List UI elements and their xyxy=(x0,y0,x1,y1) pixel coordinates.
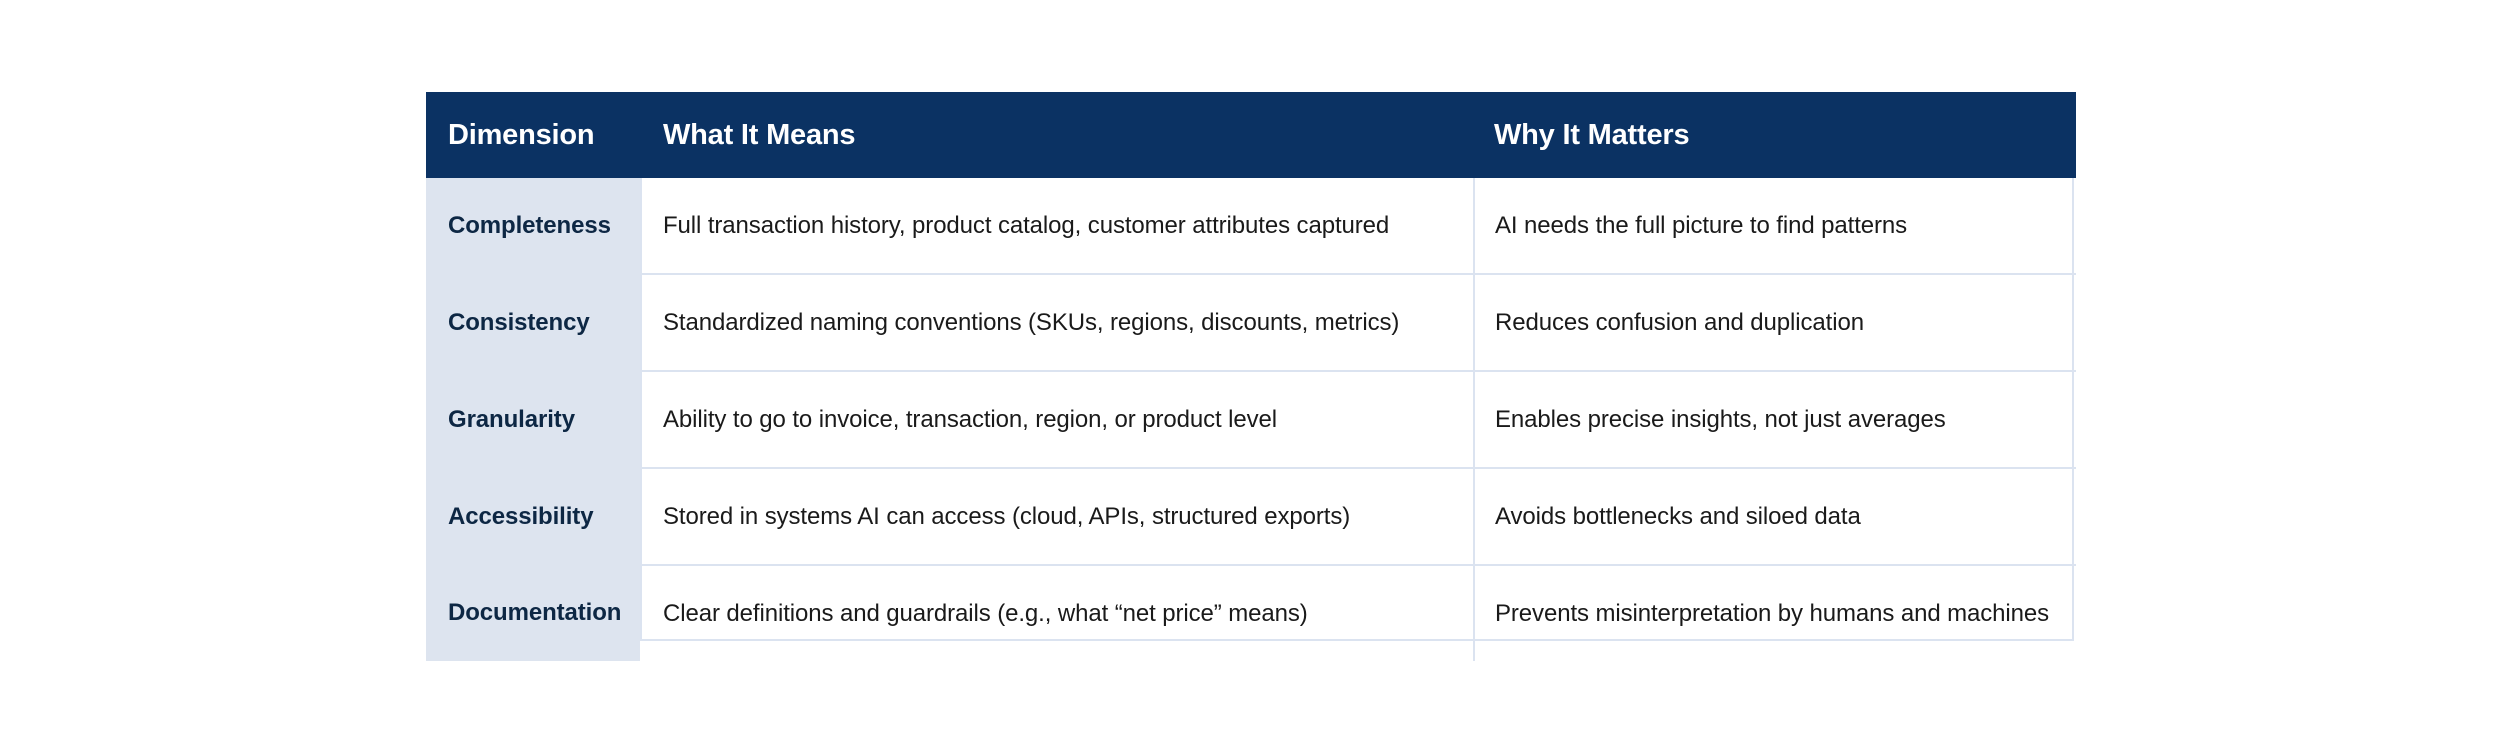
table-header: Dimension What It Means Why It Matters xyxy=(426,92,2076,178)
column-header-what-it-means: What It Means xyxy=(640,92,1474,178)
table-row: Consistency Standardized naming conventi… xyxy=(426,274,2076,372)
cell-why-it-matters: Avoids bottlenecks and siloed data xyxy=(1474,468,2076,566)
cell-dimension: Completeness xyxy=(426,178,640,274)
table-body: Completeness Full transaction history, p… xyxy=(426,178,2076,661)
cell-why-it-matters: Prevents misinterpretation by humans and… xyxy=(1474,565,2076,661)
table-row: Completeness Full transaction history, p… xyxy=(426,178,2076,275)
cell-what-it-means: Full transaction history, product catalo… xyxy=(640,178,1475,275)
cell-what-it-means: Ability to go to invoice, transaction, r… xyxy=(640,371,1475,469)
data-quality-table: Dimension What It Means Why It Matters C… xyxy=(426,92,2076,661)
table-row: Documentation Clear definitions and guar… xyxy=(426,565,2076,661)
cell-why-it-matters: AI needs the full picture to find patter… xyxy=(1474,178,2076,275)
cell-what-it-means: Standardized naming conventions (SKUs, r… xyxy=(640,274,1475,372)
data-quality-table-container: Dimension What It Means Why It Matters C… xyxy=(426,92,2076,661)
table-row: Granularity Ability to go to invoice, tr… xyxy=(426,371,2076,469)
cell-what-it-means: Stored in systems AI can access (cloud, … xyxy=(640,468,1475,566)
column-header-dimension: Dimension xyxy=(426,92,640,178)
cell-why-it-matters: Enables precise insights, not just avera… xyxy=(1474,371,2076,469)
cell-dimension: Granularity xyxy=(426,371,640,468)
table-header-row: Dimension What It Means Why It Matters xyxy=(426,92,2076,178)
cell-what-it-means: Clear definitions and guardrails (e.g., … xyxy=(640,565,1475,661)
cell-dimension: Documentation xyxy=(426,565,640,661)
cell-why-it-matters: Reduces confusion and duplication xyxy=(1474,274,2076,372)
table-row: Accessibility Stored in systems AI can a… xyxy=(426,468,2076,566)
cell-dimension: Accessibility xyxy=(426,468,640,565)
cell-dimension: Consistency xyxy=(426,274,640,371)
column-header-why-it-matters: Why It Matters xyxy=(1474,92,2076,178)
